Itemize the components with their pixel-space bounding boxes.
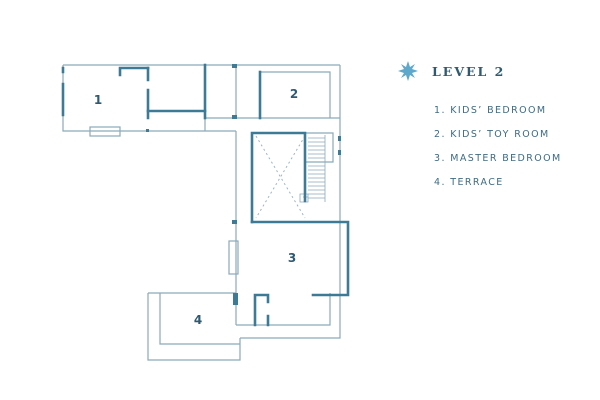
room-label-4: 4 (194, 313, 202, 327)
room-1-outline (62, 64, 148, 132)
room-3-wall (250, 220, 350, 297)
legend-item-master-bedroom: 3. MASTER BEDROOM (434, 153, 562, 164)
legend-item-kids-toy-room: 2. KIDS’ TOY ROOM (434, 129, 550, 140)
legend-item-kids-bedroom: 1. KIDS’ BEDROOM (434, 105, 547, 116)
window-room-3 (228, 240, 239, 275)
compass-star-icon (398, 61, 418, 81)
room-label-3: 3 (288, 251, 296, 265)
stair-void-wall (250, 131, 307, 224)
legend-title: LEVEL 2 (432, 63, 506, 79)
room-label-2: 2 (290, 87, 298, 101)
legend-list: 1. KIDS’ BEDROOM 2. KIDS’ TOY ROOM 3. MA… (434, 104, 562, 200)
terrace-outline (147, 292, 241, 361)
legend-header: LEVEL 2 (398, 60, 598, 82)
legend-item-terrace: 4. TERRACE (434, 177, 504, 188)
room-label-1: 1 (94, 93, 102, 107)
legend: LEVEL 2 1. KIDS’ BEDROOM 2. KIDS’ TOY RO… (398, 60, 598, 188)
open-void (255, 135, 306, 219)
